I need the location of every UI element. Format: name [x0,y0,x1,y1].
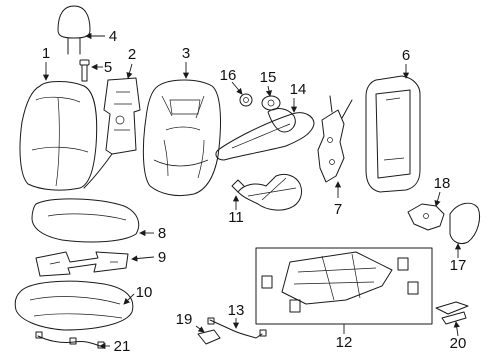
seatback-frame-part [365,64,421,193]
callout-18: 18 [434,175,451,192]
cushion-pad-part [14,280,135,331]
callout-19: 19 [176,311,193,328]
callout-21: 21 [114,338,131,355]
callout-9: 9 [158,249,166,266]
bracket-part-7 [317,95,353,198]
headrest-part [57,5,105,55]
seatback-pad-part [142,62,221,197]
seatback-cover-part [19,62,98,191]
callout-8: 8 [158,225,166,242]
cushion-heater-part [35,251,155,277]
callout-12: 12 [336,334,353,351]
callout-17: 17 [450,257,467,274]
hinge-cover-part [407,191,445,231]
clip-part-19 [195,317,221,345]
callout-11: 11 [228,209,244,226]
seatback-heater-part [83,63,141,189]
callout-6: 6 [402,47,410,64]
headrest-guide-part [79,59,103,82]
callout-16: 16 [220,67,237,84]
knob-part-15 [261,85,281,111]
callout-14: 14 [290,81,307,98]
callout-15: 15 [260,69,277,86]
adjuster-part-11 [231,173,303,211]
callout-4: 4 [109,28,117,45]
callout-2: 2 [128,46,136,63]
bracket-part-20 [435,301,469,337]
rod-part-13 [209,318,267,339]
wire-harness-part [35,331,110,350]
cushion-cover-part [31,198,154,243]
callout-5: 5 [104,59,112,76]
side-shield-part [215,98,315,161]
callout-1: 1 [42,45,50,62]
callout-3: 3 [182,45,190,62]
callout-10: 10 [136,284,153,301]
callout-13: 13 [228,302,245,319]
seat-track-part [255,247,433,334]
callout-7: 7 [334,201,342,218]
knob-part-16 [231,81,253,107]
callout-20: 20 [450,335,467,352]
recliner-cover-part [449,202,481,258]
